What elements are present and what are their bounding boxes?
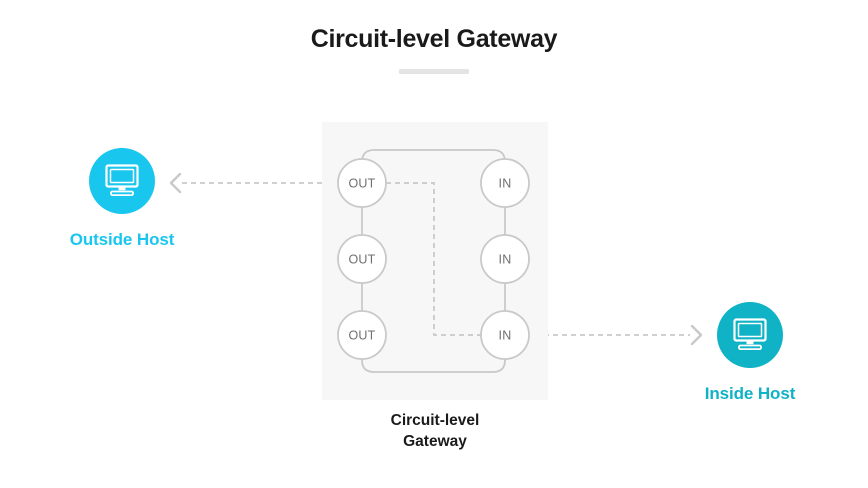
inside-host-connector bbox=[522, 320, 712, 355]
in-node-3-label: IN bbox=[499, 329, 512, 343]
gateway-caption-line2: Gateway bbox=[403, 433, 467, 450]
desktop-monitor-icon bbox=[105, 164, 139, 196]
outside-host-circle bbox=[89, 148, 155, 214]
in-node-3: IN bbox=[480, 310, 530, 360]
arrowhead-left-icon bbox=[169, 172, 182, 194]
in-node-1: IN bbox=[480, 158, 530, 208]
in-node-1-label: IN bbox=[499, 177, 512, 191]
page-title: Circuit-level Gateway bbox=[310, 25, 558, 53]
out-node-2-circle bbox=[337, 234, 387, 284]
circuit-frame-top bbox=[361, 149, 506, 183]
in-node-3-circle bbox=[480, 310, 530, 360]
outside-host-label: Outside Host bbox=[69, 230, 175, 249]
circuit-frame-bottom bbox=[361, 339, 506, 373]
out-node-1: OUT bbox=[337, 158, 387, 208]
inside-host-circle bbox=[717, 302, 783, 368]
out-node-1-label: OUT bbox=[349, 177, 376, 191]
inside-host-label: Inside Host bbox=[704, 384, 796, 403]
out-node-2: OUT bbox=[337, 234, 387, 284]
gateway-panel: OUT OUT OUT IN IN IN bbox=[322, 122, 548, 400]
gateway-caption: Circuit-level Gateway bbox=[322, 410, 548, 452]
in-node-2: IN bbox=[480, 234, 530, 284]
in-node-2-label: IN bbox=[499, 253, 512, 267]
in-node-1-circle bbox=[480, 158, 530, 208]
outside-host-node: Outside Host bbox=[22, 148, 222, 250]
gateway-caption-line1: Circuit-level bbox=[390, 412, 480, 429]
arrowhead-right-icon bbox=[690, 324, 703, 346]
title-divider bbox=[399, 69, 469, 74]
title-block: Circuit-level Gateway bbox=[0, 24, 868, 74]
circuit-relay-path bbox=[386, 182, 481, 336]
desktop-monitor-icon bbox=[733, 318, 767, 350]
out-node-3: OUT bbox=[337, 310, 387, 360]
out-node-3-label: OUT bbox=[349, 329, 376, 343]
out-node-2-label: OUT bbox=[349, 253, 376, 267]
out-node-3-circle bbox=[337, 310, 387, 360]
inside-host-node: Inside Host bbox=[650, 302, 850, 404]
in-node-2-circle bbox=[480, 234, 530, 284]
out-node-1-circle bbox=[337, 158, 387, 208]
